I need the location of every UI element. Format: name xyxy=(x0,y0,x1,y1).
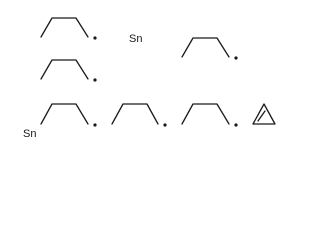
radical-dot xyxy=(93,78,97,82)
butyl-radical-5 xyxy=(111,103,167,127)
radical-dot xyxy=(93,36,97,40)
butyl-chain-bonds xyxy=(111,103,159,125)
tin-atom-label-lower: Sn xyxy=(23,128,36,140)
cyclopropene-double-bond-line xyxy=(257,110,266,122)
butyl-chain-bonds xyxy=(40,59,89,80)
butyl-radical-2 xyxy=(181,37,238,60)
cyclopropene-ring xyxy=(252,103,276,125)
butyl-radical-4 xyxy=(40,103,97,127)
tin-atom-label-upper: Sn xyxy=(129,33,142,45)
butyl-radical-6 xyxy=(181,103,238,127)
butyl-chain-bonds xyxy=(181,103,230,125)
radical-dot xyxy=(234,123,238,127)
radical-dot xyxy=(163,123,167,127)
radical-dot xyxy=(234,56,238,60)
radical-dot xyxy=(93,123,97,127)
butyl-chain-bonds xyxy=(181,37,230,58)
butyl-chain-bonds xyxy=(40,17,89,38)
butyl-chain-bonds xyxy=(40,103,89,125)
cyclopropene-outer-triangle xyxy=(252,103,276,125)
butyl-radical-1 xyxy=(40,17,97,40)
chemical-structure-diagram: Sn Sn xyxy=(23,17,276,140)
butyl-radical-3 xyxy=(40,59,97,82)
